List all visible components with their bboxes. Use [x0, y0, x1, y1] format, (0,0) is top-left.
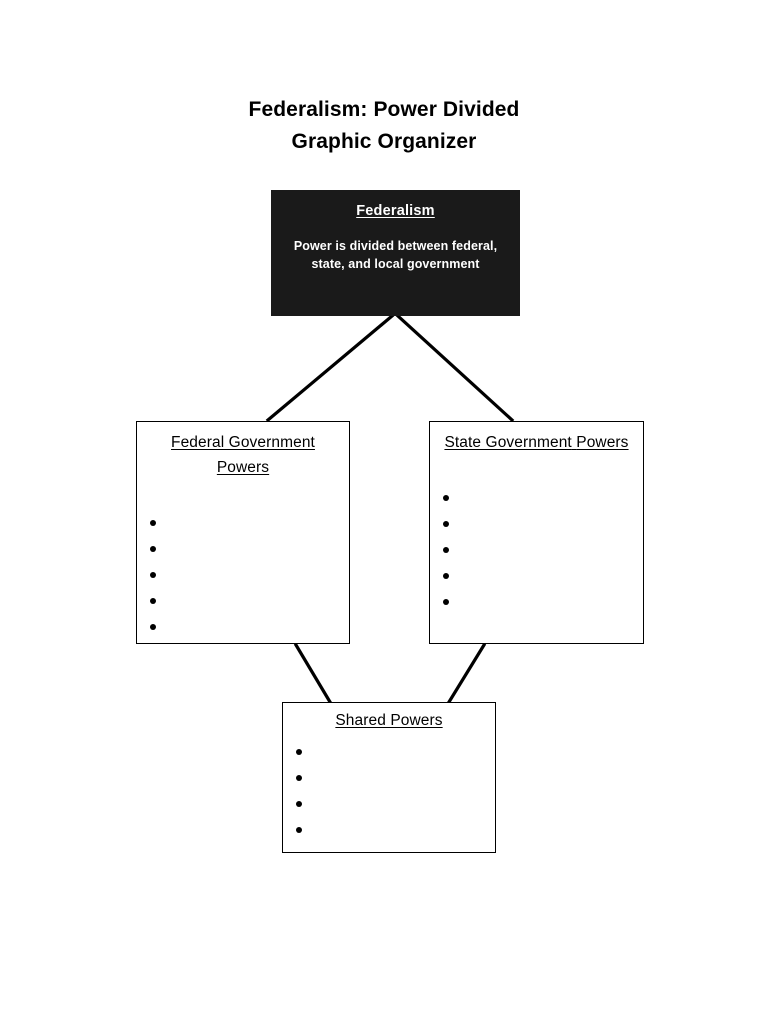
node-federal-government-powers-heading: Federal Government Powers: [137, 430, 349, 480]
bullet-icon: [296, 775, 302, 781]
bullet-icon: [150, 572, 156, 578]
bullet-icon: [443, 521, 449, 527]
connector-federal-to-shared: [293, 642, 333, 705]
heading-line-1: Federal Government: [171, 434, 315, 451]
list-item[interactable]: [137, 614, 349, 640]
list-item[interactable]: [137, 588, 349, 614]
heading-line-2: Powers: [216, 459, 270, 476]
list-item[interactable]: [430, 563, 643, 589]
bullet-icon: [443, 573, 449, 579]
node-state-government-powers-heading: State Government Powers: [430, 430, 643, 455]
bullet-icon: [443, 599, 449, 605]
node-federalism-body: Power is divided between federal, state,…: [293, 239, 498, 271]
connector-state-to-shared: [446, 642, 487, 705]
list-item[interactable]: [430, 537, 643, 563]
list-item[interactable]: [137, 562, 349, 588]
bullet-icon: [443, 547, 449, 553]
list-item[interactable]: [283, 791, 495, 817]
heading-line-1: Shared Powers: [335, 712, 443, 729]
list-item[interactable]: [430, 511, 643, 537]
bullet-icon: [296, 749, 302, 755]
node-shared-powers-heading: Shared Powers: [283, 708, 495, 733]
bullet-icon: [150, 598, 156, 604]
node-federal-government-powers[interactable]: Federal Government Powers: [136, 421, 350, 644]
heading-line-1: State Government: [444, 434, 572, 451]
list-item[interactable]: [430, 589, 643, 615]
page-title: Federalism: Power Divided Graphic Organi…: [0, 94, 768, 158]
federal-bullet-list: [137, 510, 349, 640]
connector-root-to-state: [395, 313, 515, 423]
bullet-icon: [443, 495, 449, 501]
list-item[interactable]: [283, 817, 495, 843]
bullet-icon: [296, 827, 302, 833]
page-title-line-1: Federalism: Power Divided: [248, 98, 520, 121]
bullet-icon: [150, 520, 156, 526]
node-shared-powers[interactable]: Shared Powers: [282, 702, 496, 853]
list-item[interactable]: [283, 765, 495, 791]
bullet-icon: [150, 546, 156, 552]
page-title-line-2: Graphic Organizer: [291, 130, 477, 153]
bullet-icon: [150, 624, 156, 630]
node-state-government-powers[interactable]: State Government Powers: [429, 421, 644, 644]
node-federalism[interactable]: Federalism Power is divided between fede…: [271, 190, 520, 316]
node-federalism-heading: Federalism: [356, 203, 435, 219]
shared-bullet-list: [283, 739, 495, 843]
connector-root-to-federal: [265, 313, 395, 423]
heading-line-2: Powers: [576, 434, 629, 451]
list-item[interactable]: [137, 536, 349, 562]
bullet-icon: [296, 801, 302, 807]
list-item[interactable]: [137, 510, 349, 536]
list-item[interactable]: [283, 739, 495, 765]
state-bullet-list: [430, 485, 643, 615]
list-item[interactable]: [430, 485, 643, 511]
